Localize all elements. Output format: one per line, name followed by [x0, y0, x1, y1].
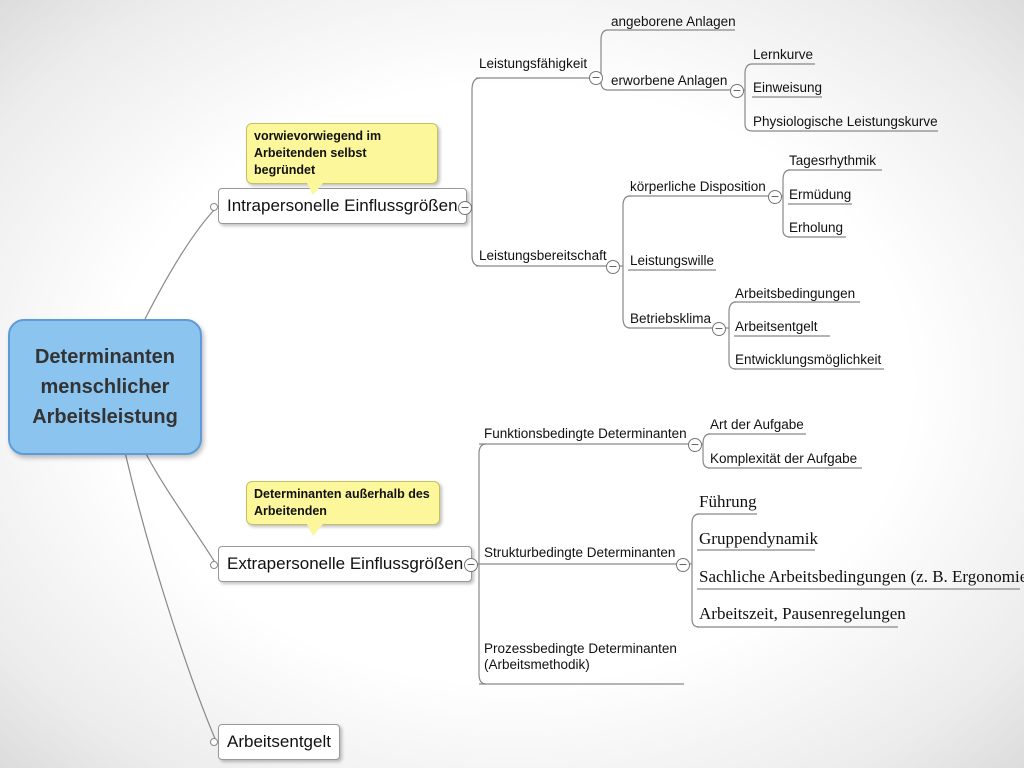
connector-dot [210, 203, 218, 211]
collapse-toggle-betriebsklima[interactable]: − [712, 322, 726, 336]
connector-dot [210, 738, 218, 746]
collapse-toggle-extra[interactable]: − [464, 558, 478, 572]
root-node[interactable]: Determinanten menschlicher Arbeitsleistu… [8, 319, 202, 455]
node-intrapersonelle[interactable]: Intrapersonelle Einflussgrößen [218, 188, 467, 224]
callout-tail [307, 183, 323, 195]
link-intra-children [471, 77, 481, 267]
node-leistungsbereitschaft[interactable]: Leistungsbereitschaft [479, 248, 607, 263]
node-art-der-aufgabe[interactable]: Art der Aufgabe [710, 417, 804, 432]
node-sachliche-arbeitsbedingungen[interactable]: Sachliche Arbeitsbedingungen (z. B. Ergo… [699, 567, 1024, 586]
node-strukturbedingte[interactable]: Strukturbedingte Determinanten [484, 545, 676, 560]
node-arbeitsentgelt[interactable]: Arbeitsentgelt [218, 724, 340, 760]
node-betriebsklima[interactable]: Betriebsklima [630, 311, 712, 326]
collapse-toggle-leistungsfaehigkeit[interactable]: − [589, 71, 603, 85]
node-arbeitsentgelt-sub[interactable]: Arbeitsentgelt [735, 319, 818, 334]
node-funktionsbedingte[interactable]: Funktionsbedingte Determinanten [484, 426, 687, 441]
node-arbeitszeit[interactable]: Arbeitszeit, Pausenregelungen [699, 604, 906, 623]
node-koerperliche-disposition[interactable]: körperliche Disposition [630, 179, 766, 194]
node-entwicklungsmoeglichkeit[interactable]: Entwicklungsmöglichkeit [735, 352, 882, 367]
node-fuehrung[interactable]: Führung [699, 492, 757, 511]
node-physiologische-leistungskurve[interactable]: Physiologische Leistungskurve [753, 114, 938, 129]
collapse-toggle-funktion[interactable]: − [688, 438, 702, 452]
node-leistungsfaehigkeit[interactable]: Leistungsfähigkeit [479, 56, 588, 71]
node-prozessbedingte[interactable]: Prozessbedingte Determinanten (Arbeitsme… [484, 641, 677, 672]
link-root-entgelt [124, 451, 217, 742]
callout-intra: vorwievorwiegend im Arbeitenden selbst b… [246, 123, 438, 195]
node-gruppendynamik[interactable]: Gruppendynamik [699, 529, 818, 548]
callout-extra: Determinanten außerhalb des Arbeitenden [246, 481, 440, 536]
node-extrapersonelle[interactable]: Extrapersonelle Einflussgrößen [218, 546, 473, 582]
collapse-toggle-intra[interactable]: − [458, 201, 472, 215]
callout-intra-text: vorwievorwiegend im Arbeitenden selbst b… [254, 129, 382, 177]
link-root-extra [144, 451, 217, 565]
node-einweisung[interactable]: Einweisung [753, 80, 823, 95]
callout-tail [307, 524, 323, 536]
collapse-toggle-struktur[interactable]: − [676, 558, 690, 572]
node-arbeitsbedingungen[interactable]: Arbeitsbedingungen [735, 286, 856, 301]
node-angeborene-anlagen[interactable]: angeborene Anlagen [611, 14, 736, 29]
collapse-toggle-erworbene[interactable]: − [730, 84, 744, 98]
node-lernkurve[interactable]: Lernkurve [753, 47, 814, 62]
node-komplexitaet[interactable]: Komplexität der Aufgabe [710, 451, 858, 466]
callout-extra-text: Determinanten außerhalb des Arbeitenden [254, 487, 430, 518]
node-leistungswille[interactable]: Leistungswille [630, 253, 715, 268]
node-erholung[interactable]: Erholung [789, 220, 844, 235]
node-tagesrhythmik[interactable]: Tagesrhythmik [789, 153, 877, 168]
collapse-toggle-leistungsbereitschaft[interactable]: − [606, 260, 620, 274]
connector-dot [210, 561, 218, 569]
node-ermuedung[interactable]: Ermüdung [789, 187, 852, 202]
node-erworbene-anlagen[interactable]: erworbene Anlagen [611, 73, 728, 88]
link-root-intra [144, 207, 217, 320]
collapse-toggle-koerperlich[interactable]: − [768, 190, 782, 204]
